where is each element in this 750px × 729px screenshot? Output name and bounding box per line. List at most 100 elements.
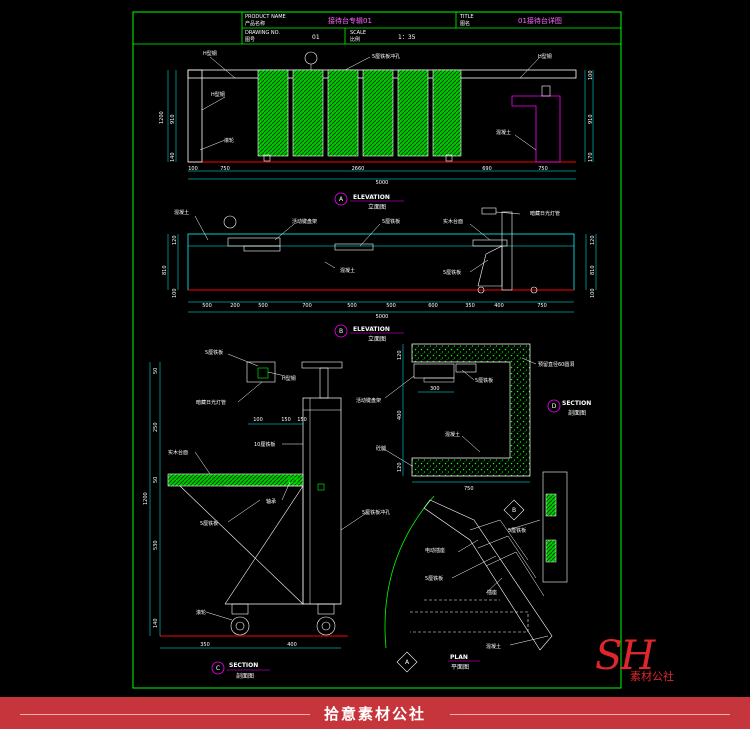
elevation-b-caption <box>334 324 404 338</box>
banner-divider-right <box>450 714 730 715</box>
elev-b-label-steel-plate: 5厘铁板 <box>382 218 400 225</box>
elevation-b-drawing <box>167 207 597 313</box>
elev-b-label-keyboard-tray: 活动键盘架 <box>292 218 317 225</box>
sec-c-dim-left: 140 <box>153 618 159 628</box>
title-cn: 图名 <box>460 20 470 27</box>
elev-a-dim-right: 100 <box>588 70 594 80</box>
sec-d-label-concrete: 混凝土 <box>445 431 460 438</box>
section-c-drawing <box>149 353 369 649</box>
elevation-a-drawing <box>167 51 594 180</box>
sec-c-dim-bottom: 400 <box>287 642 297 648</box>
plan-drawing <box>384 471 568 673</box>
elev-b-dim-left: 810 <box>162 265 168 275</box>
elev-a-dim-bottom: 100 <box>188 166 198 172</box>
sec-c-label-wheel: 滚轮 <box>196 609 206 616</box>
elev-a-dim-left: 140 <box>170 152 176 162</box>
sec-c-label-perforated: 5厘铁板冲孔 <box>362 509 390 516</box>
drawing-no-value: 01 <box>312 34 320 41</box>
footer-banner <box>0 697 750 729</box>
sec-d-dim: 750 <box>464 486 474 492</box>
sec-c-title: SECTION <box>229 662 258 669</box>
plan-label-steel: 5厘铁板 <box>425 575 443 582</box>
elev-b-dim-bottom: 400 <box>494 303 504 309</box>
elev-b-dim-total: 5000 <box>376 314 389 320</box>
sec-c-dim-left: 50 <box>153 368 159 374</box>
elev-b-label-wood-top: 实木台面 <box>443 218 463 225</box>
elev-b-dim-bottom: 500 <box>258 303 268 309</box>
elev-a-label-h-beam-2: H型钢 <box>211 91 225 98</box>
elev-a-label-perforated: 5厘铁板冲孔 <box>372 53 400 60</box>
sec-d-dim: 120 <box>397 462 403 472</box>
elev-b-marker: B <box>339 328 343 335</box>
sec-c-label-wood-top: 实木台面 <box>168 449 188 456</box>
elev-b-dim-right: 810 <box>590 265 596 275</box>
title-label: TITLE <box>459 14 474 20</box>
section-d-drawing <box>383 343 537 483</box>
elev-a-dim-total: 5000 <box>376 180 389 186</box>
drawing-no-cn: 图号 <box>245 37 255 43</box>
sec-c-label-bearing: 轴承 <box>266 498 276 505</box>
elev-b-dim-bottom: 200 <box>230 303 240 309</box>
product-name-value: 接待台专辑01 <box>328 16 372 25</box>
sec-d-dim: 300 <box>430 386 440 392</box>
elev-a-subtitle: 立面图 <box>368 203 386 211</box>
elev-b-dim-bottom: 500 <box>202 303 212 309</box>
sec-c-subtitle: 剖面图 <box>236 672 254 680</box>
elev-a-dim-bottom: 750 <box>538 166 548 172</box>
sec-d-dim: 120 <box>397 350 403 360</box>
elev-b-dim-bottom: 500 <box>386 303 396 309</box>
elev-b-subtitle: 立面图 <box>368 335 386 343</box>
sec-c-label-h-beam: H型钢 <box>282 375 296 382</box>
sec-d-label-hole: 预留直径60圆洞 <box>538 361 574 368</box>
elev-a-dim-right: 910 <box>588 114 594 124</box>
sec-c-label-steel: 5厘铁板 <box>205 349 223 356</box>
elev-b-dim-bottom: 700 <box>302 303 312 309</box>
elev-b-label-steel-plate-2: 5厘铁板 <box>443 269 461 276</box>
sec-c-dim-bottom: 350 <box>200 642 210 648</box>
sec-d-dim: 400 <box>397 410 403 420</box>
sec-c-dim-left: 250 <box>153 422 159 432</box>
sec-c-label-light: 暗藏日光灯管 <box>196 399 226 406</box>
sec-d-title: SECTION <box>562 400 591 407</box>
elev-a-dim-bottom: 2660 <box>352 166 365 172</box>
scale-value: 1：35 <box>398 34 416 41</box>
plan-label-socket: 电动插座 <box>425 547 445 554</box>
sec-d-label-steel: 5厘铁板 <box>475 377 493 384</box>
elev-a-dim-bottom: 690 <box>482 166 492 172</box>
elev-a-dim-bottom: 750 <box>220 166 230 172</box>
elev-b-dim-bottom: 500 <box>347 303 357 309</box>
plan-marker: A <box>405 659 410 666</box>
elev-b-title: ELEVATION <box>353 326 390 333</box>
drawing-no-label: DRAWING NO. <box>245 30 280 36</box>
footer-banner-text: 拾意素材公社 <box>323 705 426 723</box>
banner-divider-left <box>20 714 310 715</box>
elev-b-dim-bottom: 350 <box>465 303 475 309</box>
sec-c-dim-left-total: 1200 <box>143 492 149 505</box>
elev-a-title: ELEVATION <box>353 194 390 201</box>
section-c-caption <box>211 661 270 675</box>
plan-label-socket-2: 插座 <box>487 589 497 596</box>
section-d-caption <box>547 399 561 413</box>
elev-b-label-light: 暗藏日光灯管 <box>530 210 560 217</box>
plan-title: PLAN <box>450 654 468 661</box>
elev-b-label-concrete: 混凝土 <box>174 209 189 216</box>
elev-b-dim-left: 120 <box>172 235 178 245</box>
sec-c-label-10mm: 10厘铁板 <box>254 441 275 448</box>
sec-d-marker: D <box>552 403 557 410</box>
brand-logo-mark: SH <box>595 633 655 679</box>
scale-label: SCALE <box>350 30 366 36</box>
elev-b-dim-right: 100 <box>590 288 596 298</box>
drawing-frame <box>132 11 622 689</box>
sec-c-dim-top: 100 <box>253 417 263 423</box>
elevation-a-caption <box>334 192 404 206</box>
plan-subtitle: 平面图 <box>451 664 469 671</box>
elev-b-label-concrete-2: 混凝土 <box>340 267 355 274</box>
elev-a-dim-left: 1200 <box>159 111 165 124</box>
elev-a-label-h-beam-1: H型钢 <box>203 50 217 57</box>
sec-c-marker: C <box>216 665 220 672</box>
sec-d-subtitle: 剖面图 <box>568 409 586 417</box>
elev-a-dim-left: 910 <box>170 114 176 124</box>
sec-c-dim-top: 150 <box>281 417 291 423</box>
elev-a-marker: A <box>339 196 344 203</box>
